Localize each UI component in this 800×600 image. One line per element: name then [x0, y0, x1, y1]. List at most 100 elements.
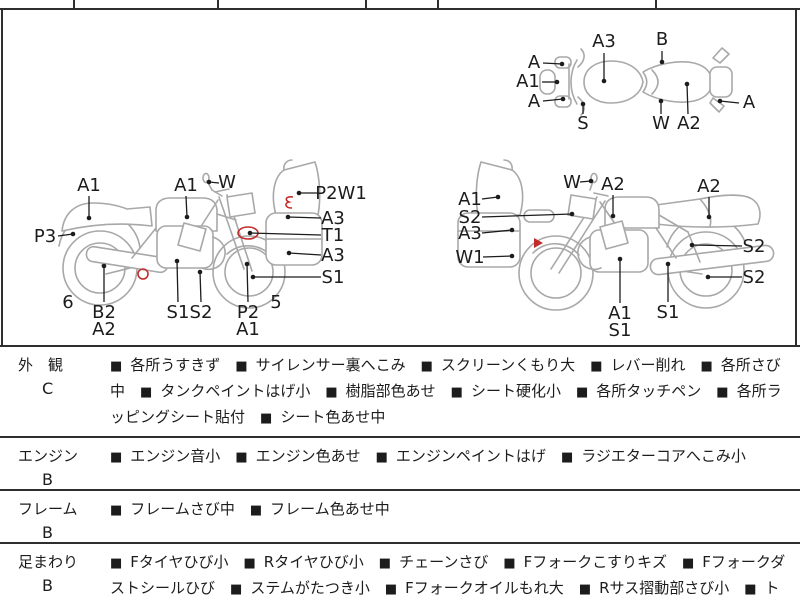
leader-line [542, 62, 563, 65]
condition-item: 樹脂部色あせ [345, 382, 436, 400]
damage-mark-cowl [534, 238, 543, 248]
motorcycle-side-view-left [457, 159, 775, 311]
section-grade: C [42, 379, 54, 398]
leader-dot [509, 227, 515, 233]
leader-line [481, 229, 513, 234]
condition-item: フレームさび中 [130, 500, 235, 518]
item-bullet: ■ [560, 450, 574, 465]
condition-item: レバー削れ [610, 356, 686, 374]
leader-dot [601, 78, 607, 84]
damage-mark-chain [137, 268, 149, 280]
leader-line [542, 98, 564, 102]
diagram-label-a3: A3 [458, 223, 482, 244]
item-bullet: ■ [110, 359, 123, 374]
header-cell-divider [217, 0, 219, 8]
condition-item: 各所さび中 [110, 356, 781, 400]
item-bullet: ■ [378, 556, 392, 571]
item-bullet: ■ [140, 385, 153, 400]
leader-dot [86, 215, 92, 221]
motorcycle-top-view [539, 47, 733, 116]
condition-item: ステムがたつき小 [250, 579, 370, 597]
leader-dot [658, 98, 664, 104]
diagram-label-a2: A2 [92, 319, 116, 340]
diagram-label-s2: S2 [742, 267, 766, 288]
condition-items: ■フレームさび中■フレーム色あせ中 [110, 491, 800, 542]
condition-item: チェーンさび [399, 553, 489, 571]
leader-dot [509, 253, 515, 259]
condition-item: Rタイヤひび小 [263, 553, 364, 571]
diagram-label-s1: S1 [656, 302, 680, 323]
diagram-label-a: A [527, 52, 541, 73]
page-border-left [1, 0, 3, 600]
condition-item: サイレンサー裏へこみ [255, 356, 406, 374]
item-bullet: ■ [590, 359, 603, 374]
item-bullet: ■ [235, 450, 248, 465]
section-grade: B [42, 523, 53, 542]
section-name: エンジン [18, 447, 79, 465]
condition-items: ■エンジン音小■エンジン色あせ■エンジンペイントはげ■ラジエターコアへこみ小 [110, 438, 800, 489]
condition-item: エンジンペイントはげ [395, 447, 546, 465]
diagram-label-s: S [577, 113, 589, 134]
leader-dot [684, 81, 690, 87]
item-bullet: ■ [575, 385, 589, 400]
leader-line [481, 213, 573, 218]
leader-dot [717, 98, 723, 104]
diagram-label-a2: A2 [677, 113, 701, 134]
diagram-label-a3: A3 [321, 208, 345, 229]
leader-line [288, 252, 322, 256]
section-name: 外 観 [18, 356, 64, 374]
diagram-label-b: B [655, 29, 669, 50]
diagram-label-a1: A1 [458, 189, 482, 210]
diagram-label-p2w1: P2W1 [315, 183, 367, 204]
diagram-label-a: A [527, 91, 541, 112]
diagram-label-a2: A2 [697, 176, 721, 197]
header-cell-divider [655, 0, 657, 8]
leader-dot [206, 179, 212, 185]
leader-dot [665, 261, 671, 267]
condition-item: トップブリッジさび中 [764, 579, 780, 597]
leader-line [176, 260, 179, 303]
diagram-label-p2: P2 [236, 302, 260, 323]
item-bullet: ■ [450, 385, 463, 400]
condition-item: Rサス摺動部さび小 [599, 579, 730, 597]
leader-dot [554, 79, 560, 85]
diagram-label-t1: T1 [321, 225, 345, 246]
item-bullet: ■ [110, 450, 123, 465]
leader-dot [610, 213, 616, 219]
leader-dot [659, 59, 665, 65]
condition-item: Fフォークこすりキズ [523, 553, 667, 571]
diagram-label-5: 5 [270, 292, 282, 313]
item-bullet: ■ [325, 385, 338, 400]
item-bullet: ■ [503, 556, 516, 571]
damage-marks [137, 196, 543, 280]
condition-item: 各所ラッピングシート貼付 [110, 382, 782, 426]
item-bullet: ■ [681, 556, 695, 571]
header-cell-divider [73, 0, 75, 8]
diagram-label-p3: P3 [33, 226, 57, 247]
leader-dot [495, 194, 501, 200]
leader-dot [588, 178, 594, 184]
item-bullet: ■ [744, 582, 757, 597]
leader-dot [101, 263, 107, 269]
header-cell-divider [437, 0, 439, 8]
condition-item: 各所うすきず [130, 356, 221, 374]
diagram-label-6: 6 [62, 292, 74, 313]
leader-line [57, 233, 74, 237]
item-bullet: ■ [249, 503, 263, 518]
diagram-label-s2: S2 [458, 207, 482, 228]
diagram-label-a: A [742, 92, 756, 113]
diagram-label-a1: A1 [608, 303, 632, 324]
diagram-label-s1: S1 [321, 267, 345, 288]
item-bullet: ■ [110, 556, 123, 571]
leader-dot [197, 269, 203, 275]
condition-item: Fタイヤひび小 [130, 553, 229, 571]
leader-line [719, 100, 740, 104]
condition-item: スクリーンくもり大 [440, 356, 576, 374]
leader-dot [559, 61, 565, 67]
leader-line [482, 255, 513, 258]
